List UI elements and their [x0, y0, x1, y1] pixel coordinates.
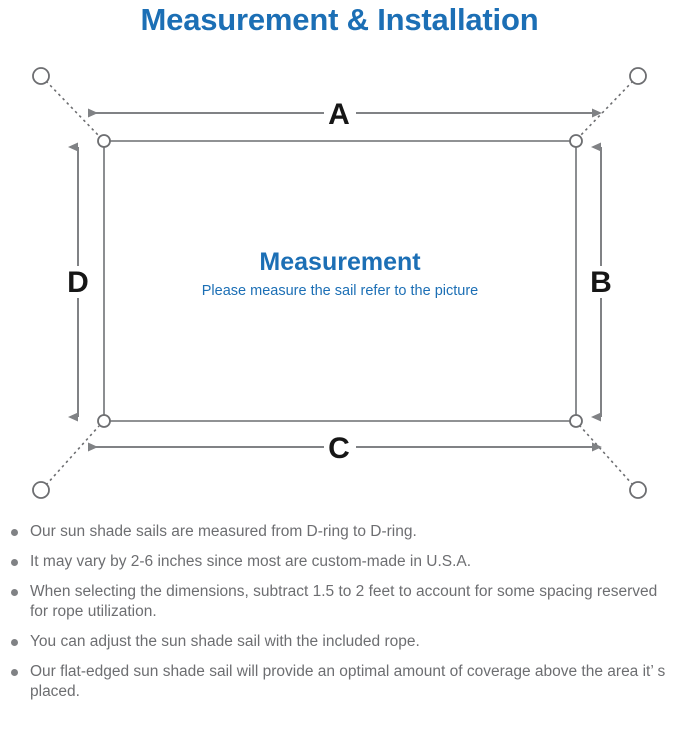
list-item-text: Our sun shade sails are measured from D-…	[30, 523, 417, 540]
bullet-icon	[11, 639, 18, 646]
bullet-icon	[11, 669, 18, 676]
rope-top-right	[579, 80, 634, 137]
d-ring-top-right	[569, 134, 583, 148]
d-ring-bottom-right	[569, 414, 583, 428]
anchor-point-top-left	[32, 67, 50, 85]
list-item: Our flat-edged sun shade sail will provi…	[0, 662, 679, 702]
list-item-text: When selecting the dimensions, subtract …	[30, 583, 658, 620]
bullet-icon	[11, 589, 18, 596]
d-ring-bottom-left	[97, 414, 111, 428]
rope-lines	[45, 80, 634, 486]
anchor-point-bottom-right	[629, 481, 647, 499]
sail-body	[103, 140, 577, 422]
anchor-point-top-right	[629, 67, 647, 85]
dimension-a: A	[88, 98, 602, 131]
list-item-text: It may vary by 2-6 inches since most are…	[30, 553, 472, 570]
list-item: You can adjust the sun shade sail with t…	[0, 632, 679, 652]
dimension-label-d: D	[67, 266, 89, 299]
list-item-text: You can adjust the sun shade sail with t…	[30, 633, 420, 650]
dimension-label-c: C	[328, 432, 350, 465]
sail-measurement-diagram: A C D B Measurement Please measure the s…	[0, 44, 679, 514]
sail-d-rings	[97, 134, 583, 428]
dimension-c: C	[88, 432, 602, 465]
anchor-point-bottom-left	[32, 481, 50, 499]
rope-bottom-right	[579, 425, 634, 486]
dimension-label-a: A	[328, 98, 350, 131]
notes-list: Our sun shade sails are measured from D-…	[0, 522, 679, 712]
dimension-label-b: B	[590, 266, 612, 299]
list-item: Our sun shade sails are measured from D-…	[0, 522, 679, 542]
list-item: When selecting the dimensions, subtract …	[0, 582, 679, 622]
center-title: Measurement	[259, 248, 421, 276]
d-ring-top-left	[97, 134, 111, 148]
rope-bottom-left	[45, 425, 100, 486]
dimension-b: B	[590, 142, 612, 422]
anchor-circles	[32, 67, 647, 499]
dimension-d: D	[67, 142, 89, 422]
bullet-icon	[11, 559, 18, 566]
list-item-text: Our flat-edged sun shade sail will provi…	[30, 663, 666, 700]
bullet-icon	[11, 529, 18, 536]
center-subtitle: Please measure the sail refer to the pic…	[202, 283, 478, 299]
rope-top-left	[45, 80, 100, 137]
page-title: Measurement & Installation	[140, 2, 539, 37]
list-item: It may vary by 2-6 inches since most are…	[0, 552, 679, 572]
